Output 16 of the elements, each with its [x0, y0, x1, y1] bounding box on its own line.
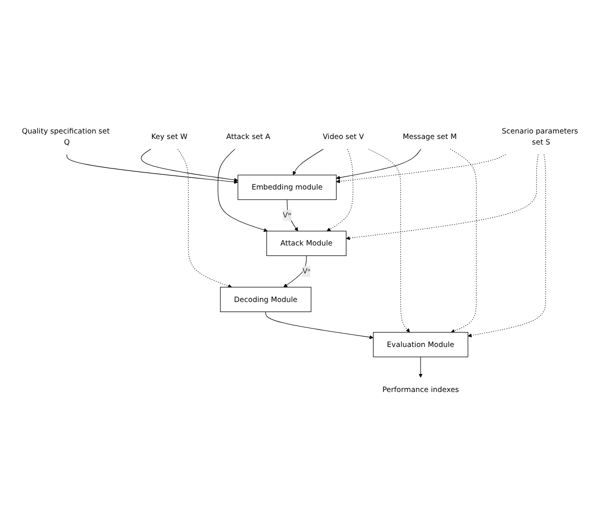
arrow [336, 148, 422, 180]
arrow [177, 148, 232, 288]
arrow [283, 255, 307, 288]
arrow [468, 154, 546, 338]
arrow [418, 356, 423, 378]
arrow [450, 148, 477, 333]
arrow [336, 154, 506, 184]
arrow [66, 154, 238, 184]
arrow [326, 148, 354, 232]
arrow [140, 148, 238, 182]
arrow [218, 148, 268, 232]
arrow [346, 154, 538, 240]
arrow [368, 148, 410, 332]
arrow [265, 312, 374, 340]
arrow [286, 199, 298, 232]
arrow [292, 148, 324, 176]
